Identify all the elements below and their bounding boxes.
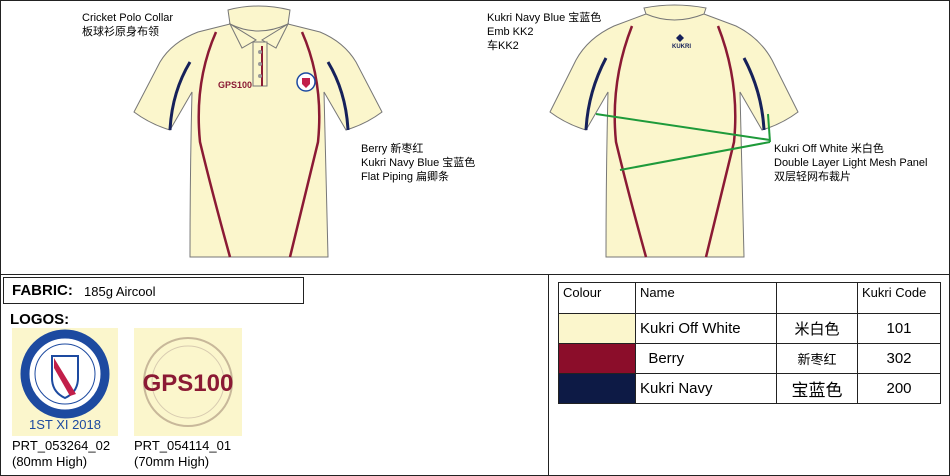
emb-note: Kukri Navy Blue 宝蓝色 Emb KK2 车KK2 <box>487 12 602 52</box>
navy-piping-left <box>584 57 608 131</box>
berry-piping-right <box>288 31 321 258</box>
swatch-off-white <box>558 313 636 344</box>
shirt-front-body <box>133 23 383 258</box>
swatch-navy <box>558 373 636 404</box>
header-code: Kukri Code <box>857 282 941 314</box>
shirt-back-body <box>549 13 799 258</box>
berry-piping-left <box>613 25 648 258</box>
navy-piping-right <box>742 57 766 131</box>
gps100-logo-text: GPS100 <box>143 370 234 397</box>
logo-tile-crest: 1ST XI 2018 <box>12 328 118 436</box>
button <box>258 50 262 54</box>
crest-emblem <box>302 78 310 88</box>
colour-table: Colour Name Kukri Code Kukri Off White 米… <box>558 282 941 404</box>
colour-name: Kukri Navy <box>635 373 777 404</box>
collar-back <box>643 4 707 21</box>
fabric-box: FABRIC: 185g Aircool <box>3 277 304 304</box>
collar <box>227 5 291 32</box>
section-divider <box>0 274 950 275</box>
colour-name: Berry <box>635 343 777 374</box>
crest-logo-text: 1ST XI 2018 <box>29 417 101 432</box>
logo-caption-gps100: PRT_054114_01 (70mm High) <box>134 438 232 469</box>
logos-title: LOGOS: <box>10 311 70 328</box>
colour-row: Berry 新枣红 302 <box>558 343 941 374</box>
colour-cn: 米白色 <box>776 313 858 344</box>
colour-code: 302 <box>857 343 941 374</box>
swatch-berry <box>558 343 636 374</box>
fabric-value: 185g Aircool <box>84 284 156 299</box>
column-divider <box>548 274 549 476</box>
collar-left-point <box>228 22 257 49</box>
mesh-note: Kukri Off White 米白色 Double Layer Light M… <box>774 143 928 183</box>
gps100-logo: GPS100 <box>143 337 234 427</box>
colour-table-header: Colour Name Kukri Code <box>558 282 941 314</box>
piping-note: Berry 新枣红 Kukri Navy Blue 宝蓝色 Flat Pipin… <box>361 143 476 183</box>
colour-name: Kukri Off White <box>635 313 777 344</box>
header-colour: Colour <box>558 282 636 314</box>
colour-cn: 宝蓝色 <box>776 373 858 404</box>
school-crest-logo: 1ST XI 2018 <box>20 329 110 432</box>
colour-code: 200 <box>857 373 941 404</box>
fabric-label: FABRIC: <box>12 282 73 299</box>
collar-note: Cricket Polo Collar 板球衫原身布领 <box>82 12 174 38</box>
kukri-back-text: KUKRI <box>672 44 691 50</box>
button <box>258 74 262 78</box>
chest-logo-gps100: GPS100 <box>218 80 252 90</box>
arrow-line <box>767 113 771 143</box>
collar-right-point <box>261 22 290 49</box>
button <box>258 62 262 66</box>
colour-cn: 新枣红 <box>776 343 858 374</box>
berry-piping-left <box>197 31 232 258</box>
header-name: Name <box>635 282 777 314</box>
arrow-line <box>619 141 771 171</box>
logo-caption-crest: PRT_053264_02 (80mm High) <box>12 438 111 469</box>
logo-tile-gps100: GPS100 <box>134 328 242 436</box>
berry-piping-right <box>704 25 737 258</box>
colour-row: Kukri Off White 米白色 101 <box>558 313 941 344</box>
kukri-back-icon <box>676 34 684 42</box>
shirt-back-drawing: KUKRI <box>549 4 799 258</box>
navy-piping-left <box>168 61 192 131</box>
shirt-front-drawing: GPS100 <box>133 5 383 258</box>
arrow-line <box>595 113 771 141</box>
navy-piping-right <box>326 61 350 131</box>
colour-code: 101 <box>857 313 941 344</box>
colour-row: Kukri Navy 宝蓝色 200 <box>558 373 941 404</box>
header-cn <box>776 282 858 314</box>
